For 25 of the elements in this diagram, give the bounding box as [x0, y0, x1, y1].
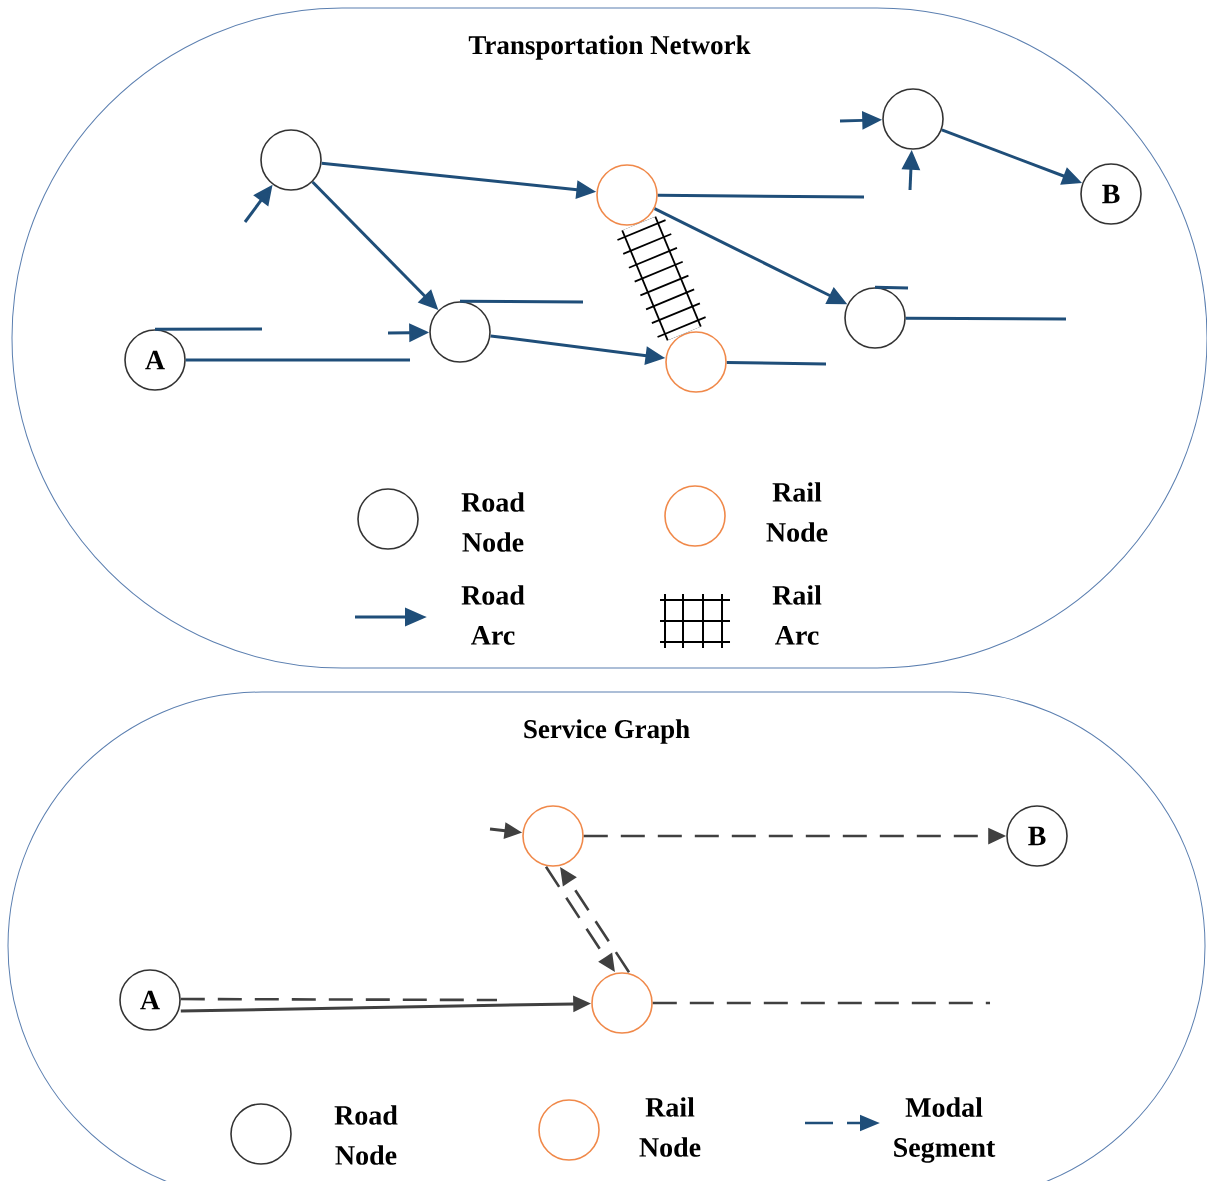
- legend-label: Road Node: [334, 1105, 398, 1165]
- legend-label: Rail Node: [639, 1097, 701, 1157]
- line: [180, 997, 497, 1002]
- line: [657, 193, 865, 199]
- rail-node-circle: [665, 331, 727, 393]
- legend-label: Road Arc: [461, 585, 525, 645]
- rail-node-circle: [522, 805, 584, 867]
- rail-node-circle: [591, 972, 653, 1034]
- line: [185, 358, 410, 362]
- road-node-circle: [882, 88, 944, 150]
- road-node-circle: [844, 287, 906, 349]
- legend-label: Modal Segment: [894, 1097, 996, 1163]
- rail-node-circle: [596, 164, 658, 226]
- legend-label: Rail Arc: [772, 585, 822, 645]
- line: [905, 316, 1066, 321]
- line: [726, 361, 827, 366]
- road-node-circle: [260, 129, 322, 191]
- line: [155, 327, 262, 331]
- rail-track: [616, 216, 707, 341]
- legend-label: Road Node: [461, 492, 525, 552]
- line: [460, 299, 584, 304]
- road-node-circle: [429, 301, 491, 363]
- line: [874, 285, 909, 290]
- line: [652, 1001, 990, 1005]
- legend-label: Rail Node: [766, 482, 828, 542]
